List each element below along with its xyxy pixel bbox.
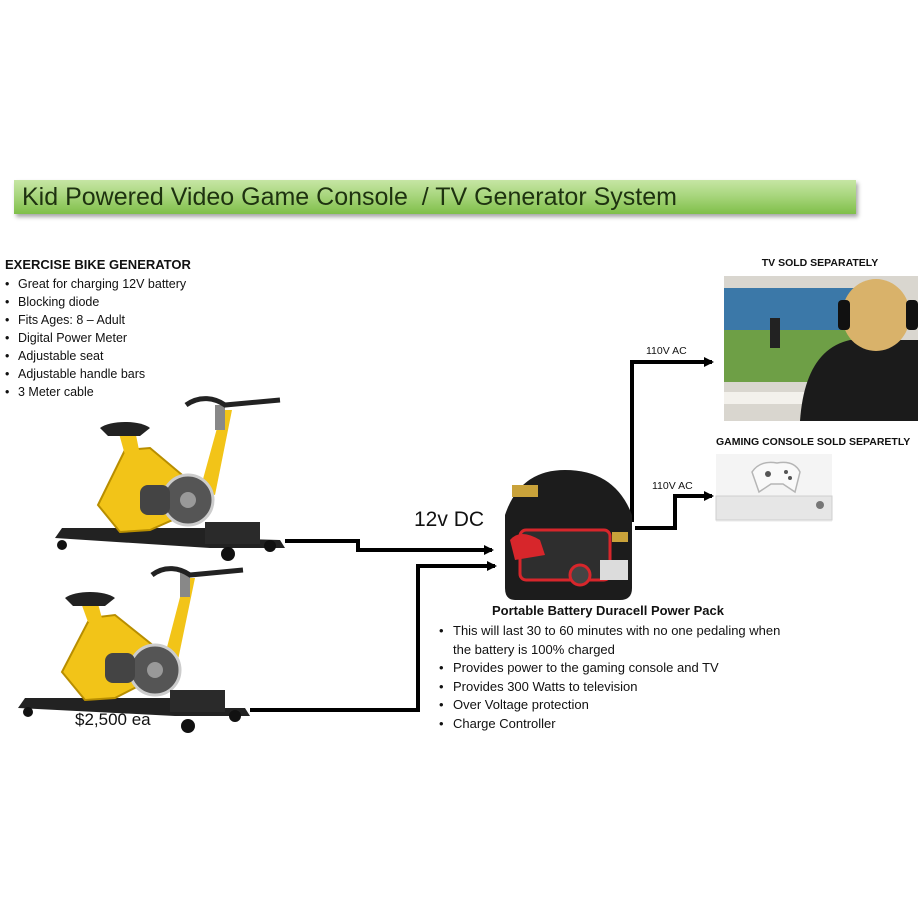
list-item: Great for charging 12V battery [5,275,186,293]
power-pack-feature-list: This will last 30 to 60 minutes with no … [439,622,799,734]
bike-feature-list: Great for charging 12V battery Blocking … [5,275,186,401]
bike-generator-heading: EXERCISE BIKE GENERATOR [5,257,191,272]
ac-voltage-label-console: 110V AC [652,480,693,492]
list-item: Over Voltage protection [439,696,799,715]
list-item: Fits Ages: 8 – Adult [5,311,186,329]
tv-image [724,276,918,421]
wire-bike1-to-pack [285,539,494,555]
list-item: Provides 300 Watts to television [439,678,799,697]
exercise-bike-1 [55,396,285,561]
power-pack-heading: Portable Battery Duracell Power Pack [492,603,724,618]
list-item: Adjustable handle bars [5,365,186,383]
console-caption: GAMING CONSOLE SOLD SEPARETLY [716,436,911,448]
console-image [715,454,833,522]
ac-voltage-label-tv: 110V AC [646,345,687,357]
list-item: This will last 30 to 60 minutes with no … [439,622,799,659]
title-banner [14,180,856,214]
list-item: Digital Power Meter [5,329,186,347]
exercise-bike-2 [18,566,250,733]
list-item: 3 Meter cable [5,383,186,401]
page-title: Kid Powered Video Game Console / TV Gene… [22,183,677,211]
wire-bike2-to-pack [250,561,497,712]
list-item: Adjustable seat [5,347,186,365]
power-pack [505,470,632,600]
list-item: Charge Controller [439,715,799,734]
wire-pack-to-tv [630,357,714,522]
list-item: Blocking diode [5,293,186,311]
wire-pack-to-console [635,491,714,530]
list-item: Provides power to the gaming console and… [439,659,799,678]
wiring [250,357,714,712]
tv-caption: TV SOLD SEPARATELY [761,257,879,269]
bike-price: $2,500 ea [75,710,151,729]
dc-voltage-label: 12v DC [414,508,485,531]
